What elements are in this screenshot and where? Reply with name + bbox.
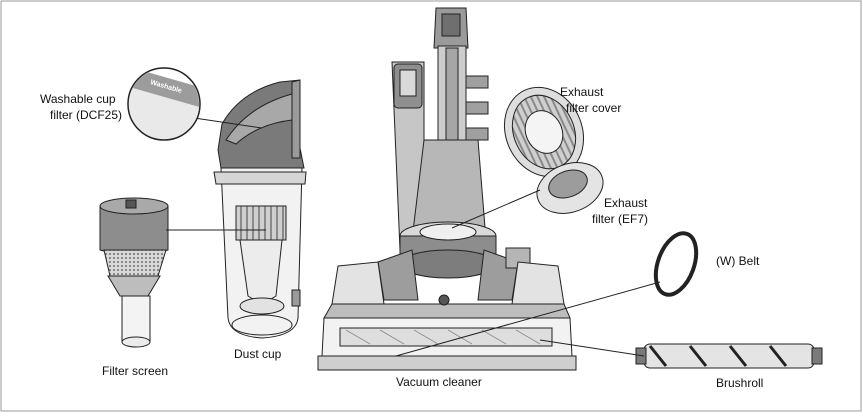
exhaust-filter-label-line2: filter (EF7) (592, 212, 649, 226)
exhaust-filter (451, 162, 604, 229)
dust-cup (213, 79, 307, 339)
belt-label: (W) Belt (716, 254, 760, 268)
brushroll-label: Brushroll (716, 376, 764, 390)
filter-screen-label: Filter screen (102, 364, 169, 378)
filter-screen (99, 197, 266, 348)
exhaust-filter-cover-label-line2: filter cover (566, 101, 622, 115)
washable-cup-filter-label-line1: Washable cup (40, 92, 116, 106)
vacuum-cleaner (317, 7, 577, 371)
exhaust-filter-label-line1: Exhaust (604, 196, 648, 210)
washable-cup-filter-label-line2: filter (DCF25) (50, 108, 123, 122)
exhaust-filter-cover (503, 86, 585, 178)
belt (395, 231, 699, 357)
dust-cup-label: Dust cup (234, 347, 282, 361)
vacuum-cleaner-label: Vacuum cleaner (396, 375, 482, 389)
exhaust-filter-cover-label-line1: Exhaust (560, 85, 604, 99)
brushroll (539, 339, 823, 369)
